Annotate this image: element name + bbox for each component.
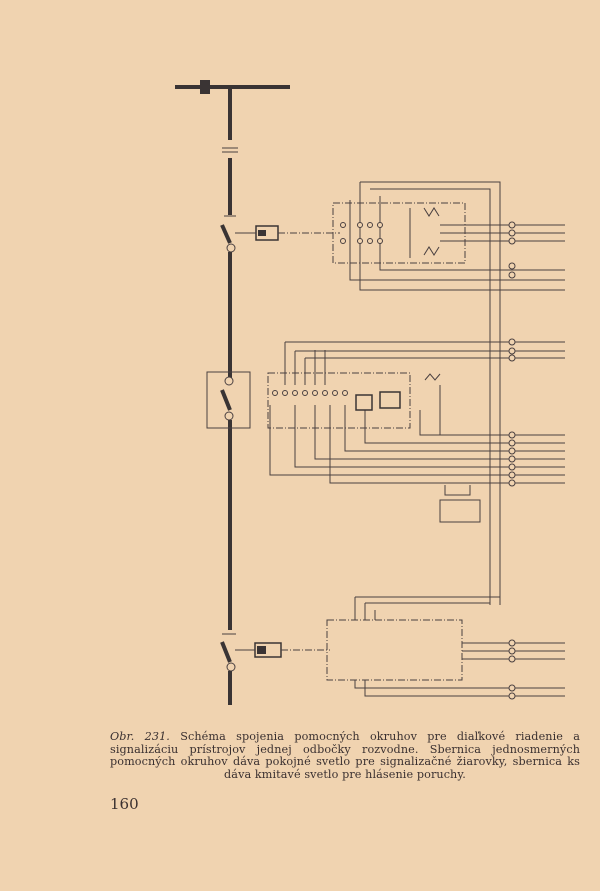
lower-disconnector-control (235, 596, 565, 700)
breaker-control (206, 338, 565, 523)
caption-text: Schéma spojenia pomocných okruhov pre di… (110, 730, 581, 781)
upper-disconnector-control (235, 181, 565, 605)
figure-caption: Obr. 231. Schéma spojenia pomocných okru… (110, 730, 581, 781)
page-number: 160 (110, 795, 139, 813)
main-conductor (175, 80, 290, 705)
figure-label: Obr. 231. (110, 730, 170, 743)
